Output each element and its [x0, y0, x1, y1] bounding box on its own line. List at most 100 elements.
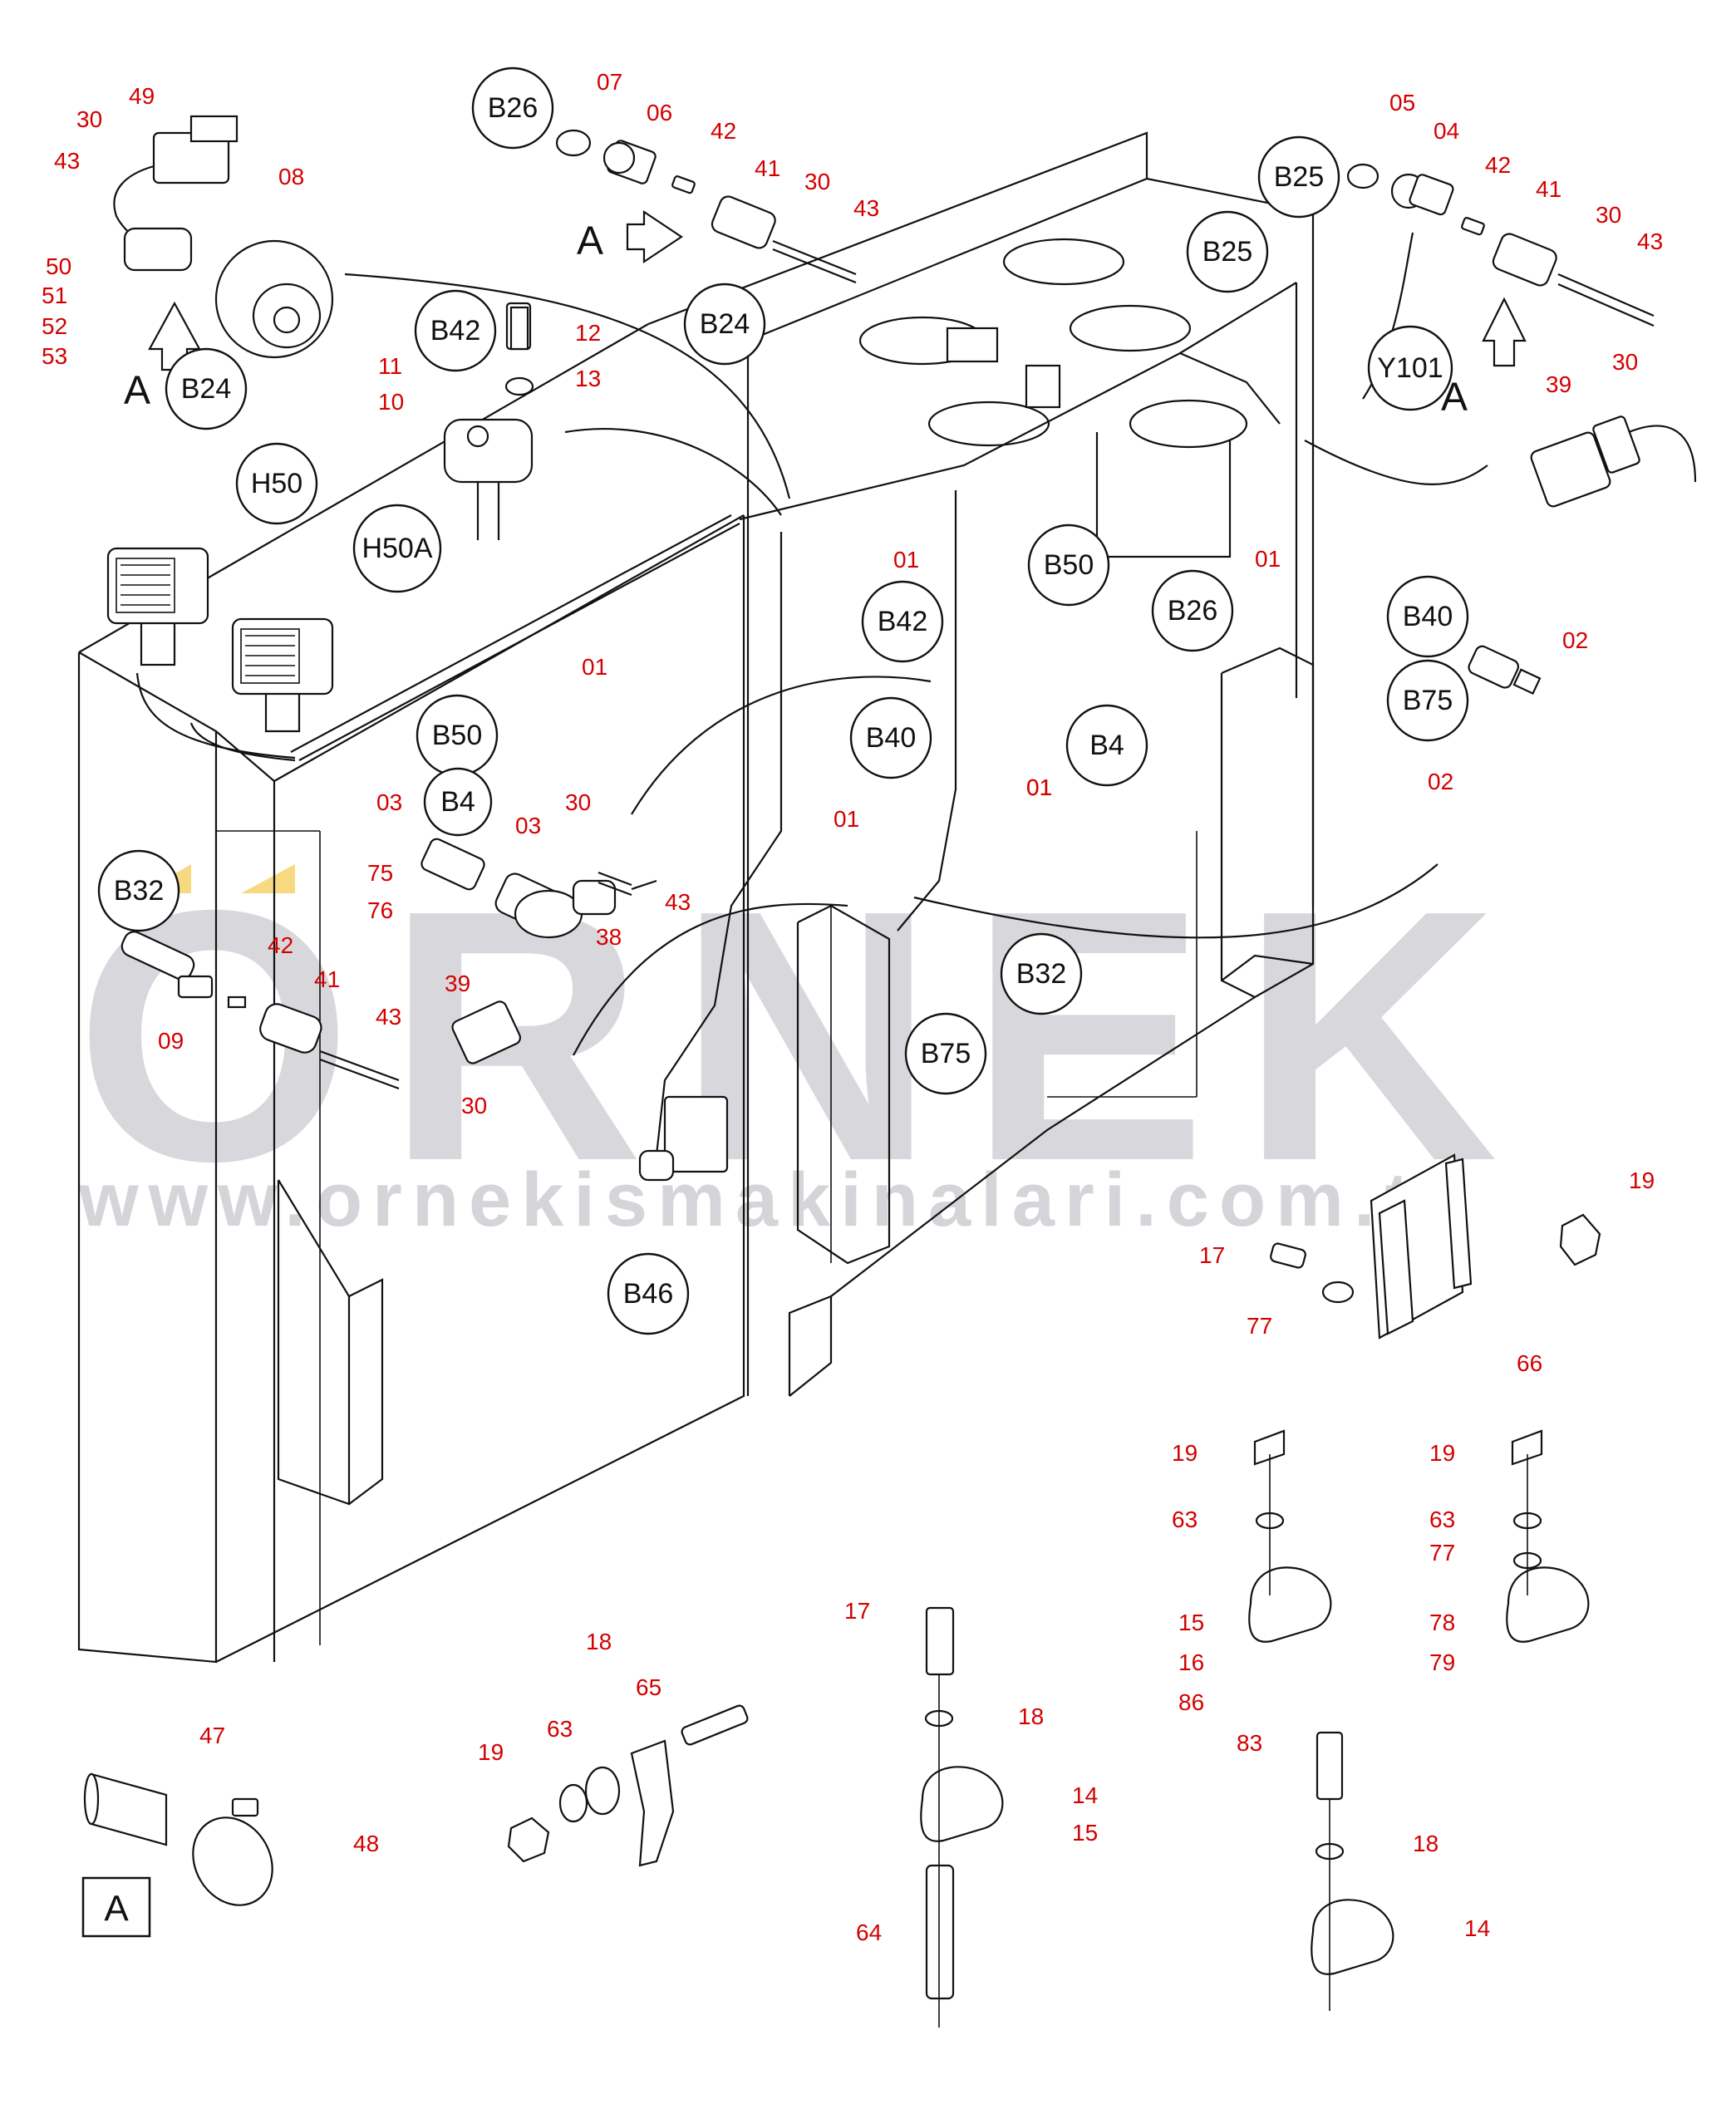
bubble-label: B40	[1403, 601, 1453, 632]
part-number: 01	[834, 806, 859, 832]
bubble-label: B32	[114, 875, 165, 907]
bubble-circle	[165, 347, 248, 430]
part-number: 17	[1199, 1242, 1225, 1268]
bubble-b25: B25	[1257, 135, 1340, 219]
bubble-b40: B40	[849, 696, 932, 779]
part-number: 10	[378, 389, 404, 415]
bubble-b75: B75	[904, 1012, 987, 1095]
part-number: 02	[1428, 769, 1453, 794]
part-number: 48	[353, 1831, 379, 1856]
bubble-label: B32	[1016, 958, 1067, 990]
bubble-circle	[1027, 524, 1110, 607]
bubble-circle	[1000, 932, 1083, 1015]
part-number: 18	[586, 1629, 612, 1654]
bubble-b46: B46	[607, 1252, 690, 1335]
part-number: 39	[1546, 371, 1571, 397]
bubble-label: B24	[700, 308, 750, 340]
bubble-b24: B24	[165, 347, 248, 430]
part-number: 43	[665, 889, 691, 915]
bubble-h50: H50	[235, 442, 318, 525]
detail-b32-sensor	[120, 931, 522, 1090]
part-number-labels: 4930430850515253070642413043050442413043…	[42, 69, 1663, 1945]
part-number: 42	[268, 932, 293, 958]
work-light-h50a	[231, 617, 334, 733]
part-number: 38	[596, 924, 622, 950]
bubble-circle	[1186, 210, 1269, 293]
part-number: 03	[376, 789, 402, 815]
bubble-circle	[352, 504, 442, 593]
part-number: 42	[1485, 152, 1511, 178]
watermark-accent-right	[241, 864, 295, 893]
bubble-circle	[1257, 135, 1340, 219]
part-number: 03	[515, 813, 541, 838]
part-number: 76	[367, 897, 393, 923]
part-number: 50	[46, 253, 71, 279]
bubble-label: B46	[623, 1278, 674, 1310]
bubble-circle	[1151, 569, 1234, 652]
part-number: 07	[597, 69, 622, 95]
b46-box	[638, 1095, 729, 1182]
part-number: 04	[1434, 118, 1459, 144]
part-number: 43	[376, 1004, 401, 1030]
part-number: 09	[158, 1028, 184, 1054]
bubble-circle	[861, 580, 944, 663]
part-number: 05	[1389, 90, 1415, 116]
bubble-circle	[904, 1012, 987, 1095]
bubble-label: H50	[251, 468, 302, 499]
bubble-label: B40	[866, 722, 917, 754]
part-number: 30	[461, 1093, 487, 1118]
bubble-label: B75	[921, 1038, 971, 1069]
bubble-b32: B32	[97, 849, 180, 932]
part-number: 19	[1629, 1168, 1655, 1193]
tube-and-cable-tie	[83, 1772, 273, 1906]
bubble-b40: B40	[1386, 575, 1469, 658]
part-number: 14	[1072, 1782, 1098, 1808]
part-number: 30	[804, 169, 830, 194]
bubble-b42: B42	[414, 289, 497, 372]
part-number: 17	[844, 1598, 870, 1624]
bubble-y101: Y101	[1367, 325, 1453, 411]
part-number: 01	[1255, 546, 1281, 572]
bubble-label: Y101	[1377, 352, 1443, 384]
bubble-b4: B4	[423, 767, 493, 837]
part-number: 86	[1178, 1689, 1204, 1715]
part-number: 16	[1178, 1649, 1204, 1675]
bubble-b25: B25	[1186, 210, 1269, 293]
detail-box-a: A	[81, 1876, 151, 1938]
part-number: 49	[129, 83, 155, 109]
bubble-circle	[414, 289, 497, 372]
bubble-circle	[1065, 704, 1148, 787]
watermark-url: www.ornekismakinalari.com.tr	[78, 1158, 1460, 1242]
bubble-label: B26	[1168, 595, 1218, 627]
part-number: 64	[856, 1920, 882, 1945]
bubble-circle	[235, 442, 318, 525]
view-arrow-a-3	[1482, 297, 1527, 367]
bubble-b50: B50	[1027, 524, 1110, 607]
part-number: 41	[755, 155, 780, 181]
part-number: 75	[367, 860, 393, 886]
part-number: 53	[42, 343, 67, 369]
part-number: 02	[1562, 627, 1588, 653]
bubble-b32: B32	[1000, 932, 1083, 1015]
part-number: 13	[575, 366, 601, 391]
bubble-label: B26	[488, 92, 539, 124]
bubble-circle	[423, 767, 493, 837]
part-number: 11	[378, 353, 402, 379]
bubble-b42: B42	[861, 580, 944, 663]
bubble-label: H50A	[361, 533, 432, 564]
clamp-kit-b	[1506, 1429, 1590, 1643]
part-number: 01	[1026, 774, 1052, 800]
part-number: 01	[1026, 774, 1052, 800]
bubble-label: B42	[878, 606, 928, 637]
part-number: 30	[76, 106, 102, 132]
part-number: 52	[42, 313, 67, 339]
part-number: 66	[1517, 1350, 1542, 1376]
part-number: 19	[1429, 1440, 1455, 1466]
bubble-b75: B75	[1386, 659, 1469, 742]
bubble-label: B50	[432, 720, 483, 751]
bubble-label: B25	[1274, 161, 1325, 193]
detail-b42-fitting	[509, 306, 529, 351]
detail-b24-switch	[113, 115, 334, 371]
